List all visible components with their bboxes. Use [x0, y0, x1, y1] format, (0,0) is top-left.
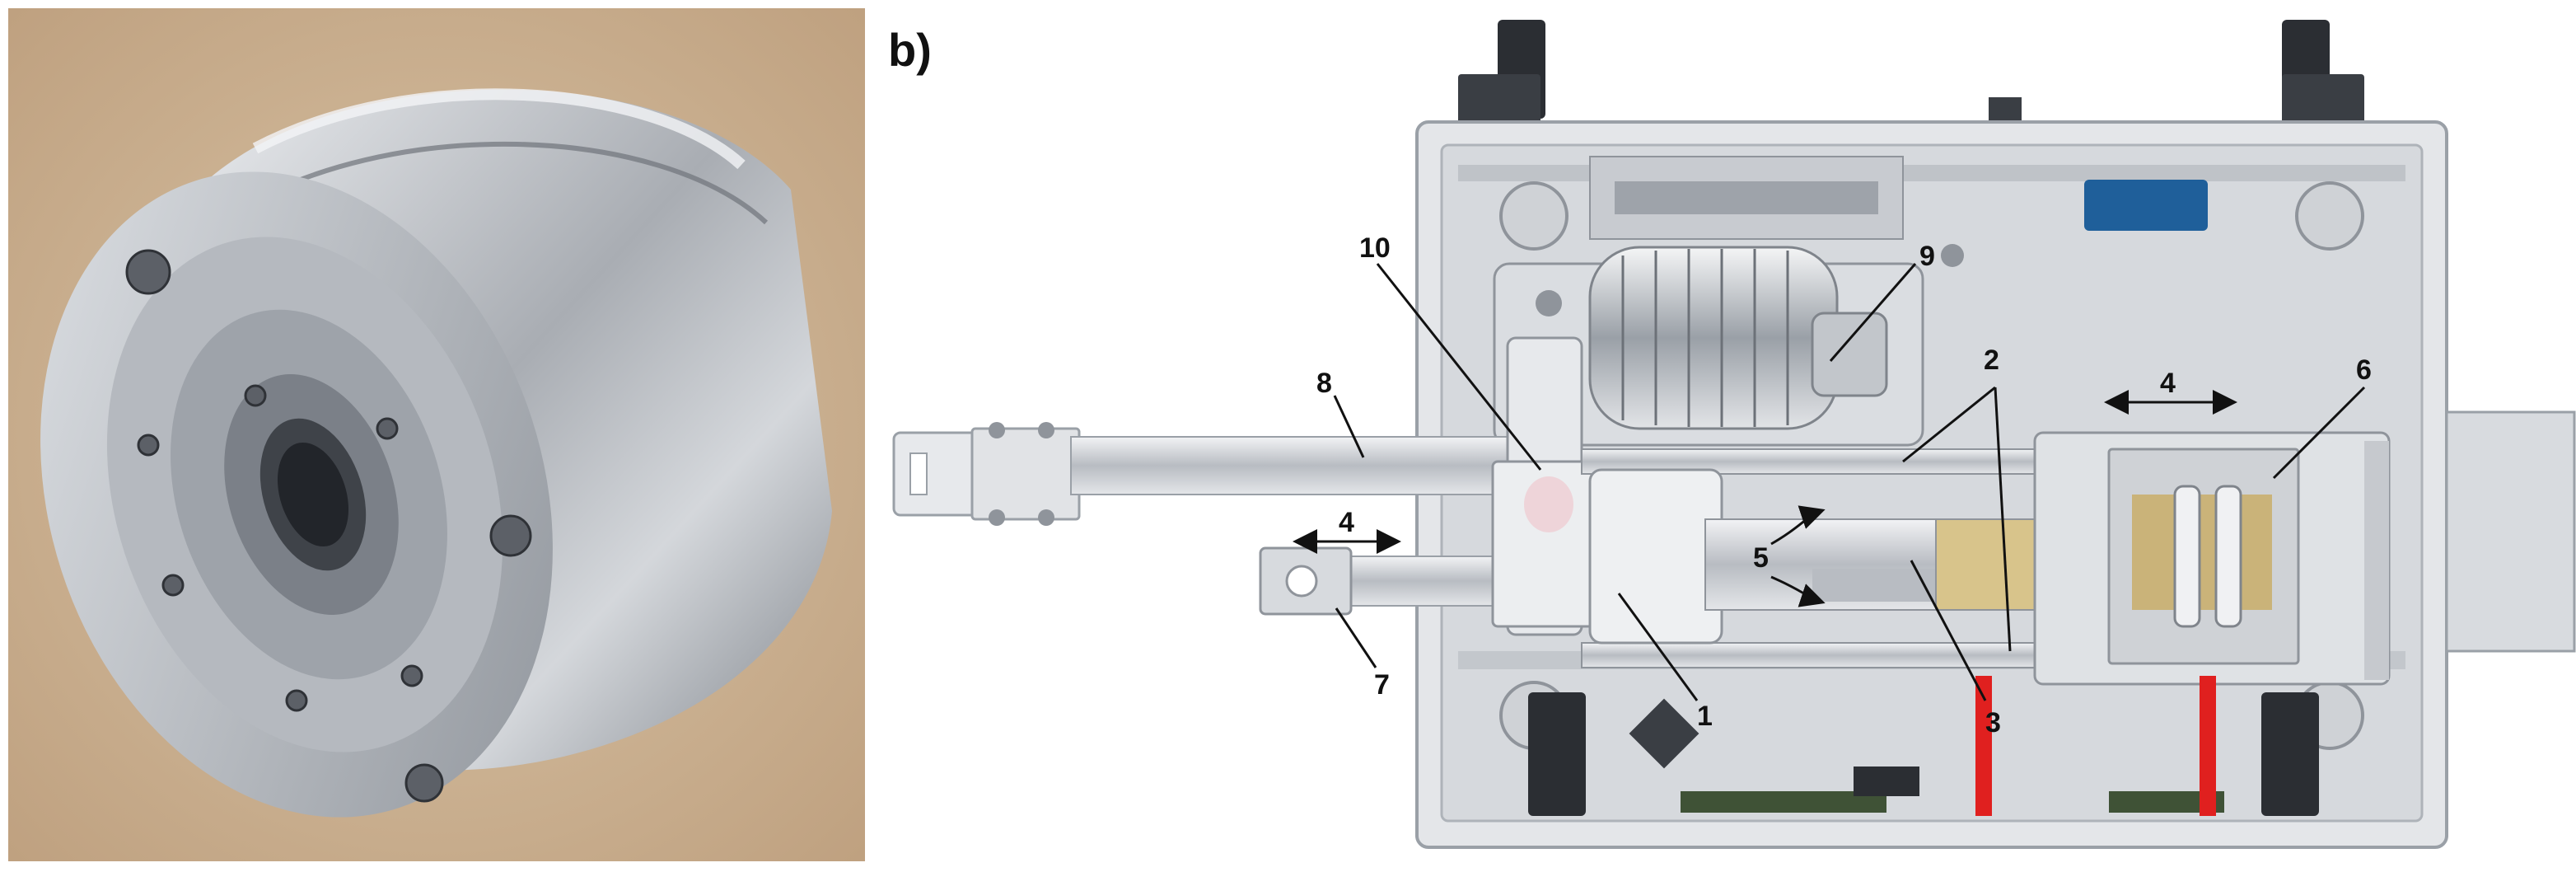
callout-9: 9 — [1919, 241, 1935, 272]
leader-9 — [1829, 263, 1917, 362]
callout-6: 6 — [2356, 354, 2372, 386]
red-marker-right — [2200, 676, 2216, 816]
sliding-block — [2033, 431, 2391, 686]
callout-8: 8 — [1316, 368, 1332, 399]
panel-a-photo — [8, 8, 865, 861]
top-clips — [1458, 20, 2364, 124]
arrow-5-top — [1770, 505, 1826, 546]
left-rod-assembly — [892, 422, 1591, 616]
leader-2b — [1994, 387, 2012, 652]
leader-10 — [1376, 263, 1542, 471]
screw-holes — [125, 249, 532, 803]
callout-10: 10 — [1359, 232, 1391, 264]
leader-7 — [1335, 607, 1377, 668]
motor — [1493, 246, 1924, 447]
leader-3 — [1910, 560, 1987, 701]
leader-6 — [2272, 386, 2366, 480]
red-marker-left — [1975, 676, 1992, 816]
callout-5: 5 — [1753, 542, 1769, 574]
leader-8 — [1333, 395, 1365, 458]
electronics-top — [1589, 156, 2208, 267]
panel-label-b: b) — [888, 24, 932, 76]
callout-1: 1 — [1697, 701, 1713, 732]
callout-7: 7 — [1374, 669, 1390, 701]
leader-lines — [1333, 263, 2366, 701]
front-face — [40, 171, 553, 818]
leader-1 — [1617, 593, 1699, 701]
carriage — [1491, 336, 1601, 636]
motion-arrows — [1293, 390, 2237, 607]
right-bracket — [2445, 410, 2576, 653]
callout-4-top: 4 — [2160, 368, 2176, 399]
leader-2a — [1902, 386, 1996, 463]
callout-2: 2 — [1984, 345, 1999, 376]
panel-b-diagram — [892, 20, 2576, 849]
arrow-5-bottom — [1770, 575, 1826, 607]
callout-3: 3 — [1985, 707, 2001, 738]
callout-4-left: 4 — [1339, 507, 1354, 538]
blue-module — [2084, 180, 2208, 231]
